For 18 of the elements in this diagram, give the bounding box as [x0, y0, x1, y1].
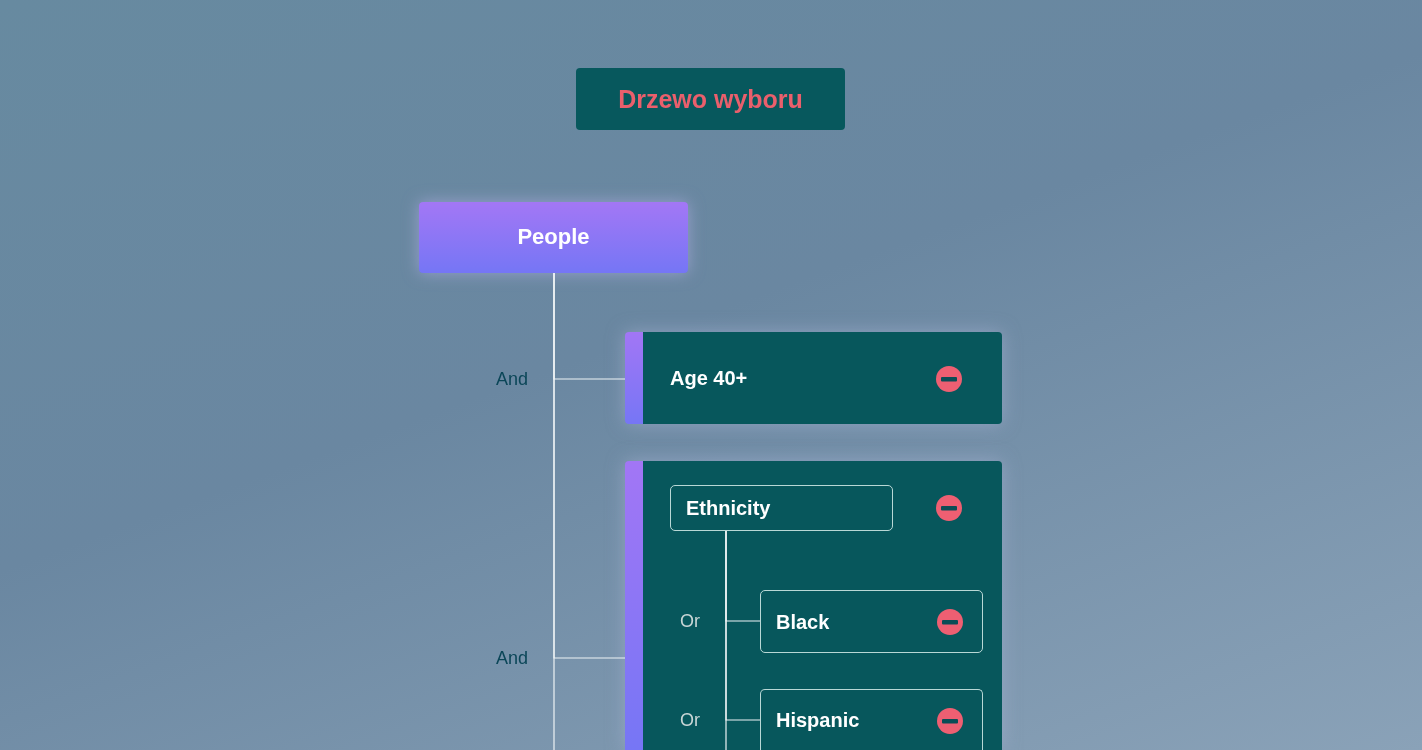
node-label: Black	[776, 609, 830, 634]
condition-card	[625, 332, 1002, 424]
node-label: People	[517, 224, 590, 251]
value-node	[760, 590, 983, 653]
attribute-node	[670, 485, 893, 531]
edge-label: Or	[680, 611, 700, 633]
node-label: Ethnicity	[686, 496, 771, 520]
edge-label: Or	[680, 710, 700, 732]
root-node	[419, 202, 688, 273]
edge-label: And	[495, 369, 528, 391]
connector-line	[553, 272, 555, 750]
connector-line	[725, 530, 727, 750]
value-node	[760, 689, 983, 750]
node-label: Hispanic	[776, 708, 860, 732]
diagram-title: Drzewo wyboru	[576, 68, 845, 130]
node-label: Age 40+	[670, 366, 748, 390]
edge-label: And	[495, 648, 528, 670]
group-card	[625, 461, 1002, 750]
